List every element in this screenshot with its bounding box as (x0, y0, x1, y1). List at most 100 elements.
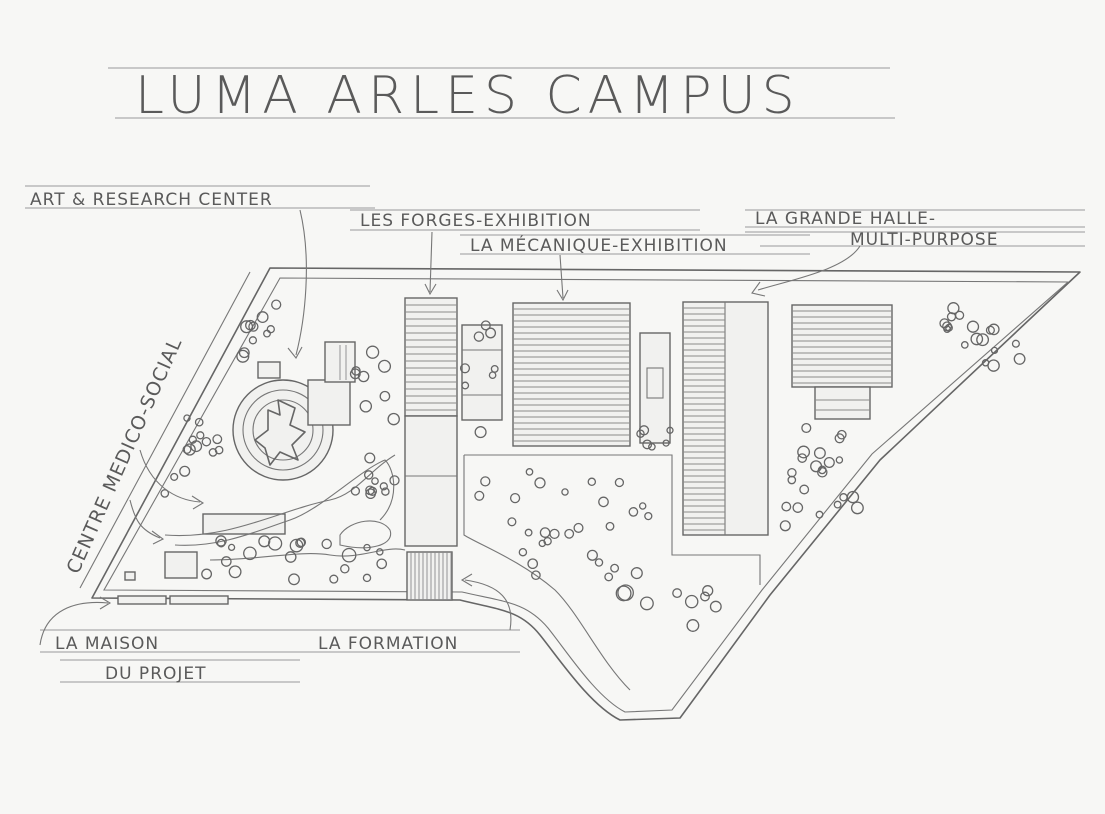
tree-symbol (945, 323, 953, 332)
tree-symbol (183, 443, 196, 456)
tree-symbol (1013, 352, 1026, 365)
tree-symbol (531, 570, 541, 581)
tree-symbol (473, 331, 485, 342)
les-forges-building (404, 297, 458, 547)
tree-symbol (215, 535, 227, 547)
tree-symbol (525, 468, 534, 476)
tree-symbol (684, 594, 699, 609)
label-la-formation: LA FORMATION (318, 634, 458, 654)
tree-symbol (642, 439, 653, 450)
tree-symbol (365, 485, 375, 496)
tree-symbol (365, 345, 380, 359)
tree-symbol (524, 528, 533, 537)
tree-symbol (836, 429, 847, 440)
label-les-forges: LES FORGES-EXHIBITION (360, 211, 592, 231)
tree-symbol (614, 477, 625, 488)
tree-symbol (981, 359, 990, 367)
tree-symbol (987, 359, 1000, 372)
tree-symbol (987, 323, 1000, 336)
tree-symbol (381, 487, 390, 496)
tree-symbol (461, 381, 470, 390)
tree-symbol (672, 588, 683, 599)
tree-symbol (160, 489, 170, 498)
tree-symbol (799, 484, 810, 495)
label-la-maison-line1: LA MAISON (55, 634, 159, 654)
tree-symbol (362, 573, 372, 583)
tree-symbol (182, 445, 192, 454)
tree-symbol (238, 347, 250, 359)
label-la-maison-line2: DU PROJET (105, 664, 207, 684)
west-buildings (117, 513, 286, 605)
tree-symbol (321, 538, 332, 550)
tree-symbol (220, 556, 232, 567)
tree-symbol (201, 436, 212, 447)
tree-symbol (787, 467, 797, 478)
tree-symbol (573, 522, 584, 533)
tree-symbol (835, 456, 844, 464)
tree-symbol (817, 467, 828, 478)
label-art-research-center: ART & RESEARCH CENTER (30, 190, 273, 210)
tree-symbol (539, 527, 551, 538)
tree-symbol (340, 564, 350, 574)
label-guidelines (25, 185, 1085, 683)
tree-symbol (534, 477, 546, 489)
tree-symbol (190, 440, 203, 453)
tree-symbol (228, 565, 242, 579)
tree-symbol (196, 431, 205, 440)
tree-symbol (364, 452, 376, 464)
tree-symbol (227, 543, 236, 552)
tree-symbol (946, 312, 957, 322)
east-building (791, 304, 893, 420)
la-mecanique-building (512, 302, 631, 447)
tree-symbol (480, 320, 491, 331)
tree-symbol (666, 426, 674, 434)
art-research-center-building (232, 341, 356, 481)
tree-symbol (617, 584, 634, 602)
tree-symbol (810, 460, 823, 473)
tree-symbol (188, 435, 197, 444)
tree-symbol (833, 500, 842, 509)
pavilion-building (639, 332, 671, 444)
tree-symbol (815, 510, 824, 519)
tree-symbol (377, 359, 392, 373)
tree-symbol (538, 539, 547, 548)
tree-symbol (208, 448, 218, 457)
tree-symbol (263, 329, 271, 338)
trees (160, 299, 1026, 632)
tree-symbol (376, 558, 388, 570)
tree-symbol (295, 537, 306, 548)
tree-symbol (194, 417, 204, 427)
tree-symbol (365, 488, 376, 500)
inner-roads (463, 454, 761, 691)
tree-symbol (170, 472, 179, 481)
tree-symbol (954, 310, 965, 320)
tree-symbol (1011, 339, 1020, 348)
tree-symbol (797, 453, 808, 463)
tree-symbol (258, 535, 271, 548)
tree-symbol (266, 325, 275, 334)
tree-symbol (474, 490, 485, 501)
tree-symbol (587, 477, 597, 487)
tree-symbol (628, 507, 639, 517)
tree-symbol (604, 572, 614, 582)
tree-symbol (363, 470, 374, 480)
tree-symbol (480, 476, 491, 487)
tree-symbol (549, 528, 560, 540)
tree-symbol (245, 319, 256, 331)
tree-symbol (543, 536, 552, 546)
site-boundary (91, 267, 1081, 721)
la-formation-building (406, 551, 453, 601)
tree-symbol (839, 493, 848, 502)
tree-symbol (527, 558, 539, 570)
tree-symbol (797, 445, 811, 459)
tree-symbol (389, 475, 400, 486)
tree-symbol (970, 332, 984, 346)
tree-symbol (586, 549, 598, 561)
tree-symbol (561, 488, 569, 496)
tree-symbol (284, 551, 297, 563)
tree-symbol (976, 333, 990, 347)
tree-symbol (605, 521, 615, 531)
tree-symbol (779, 520, 791, 532)
west-road-edge (79, 271, 251, 589)
label-la-grande-halle-line2: MULTI-PURPOSE (850, 230, 998, 250)
